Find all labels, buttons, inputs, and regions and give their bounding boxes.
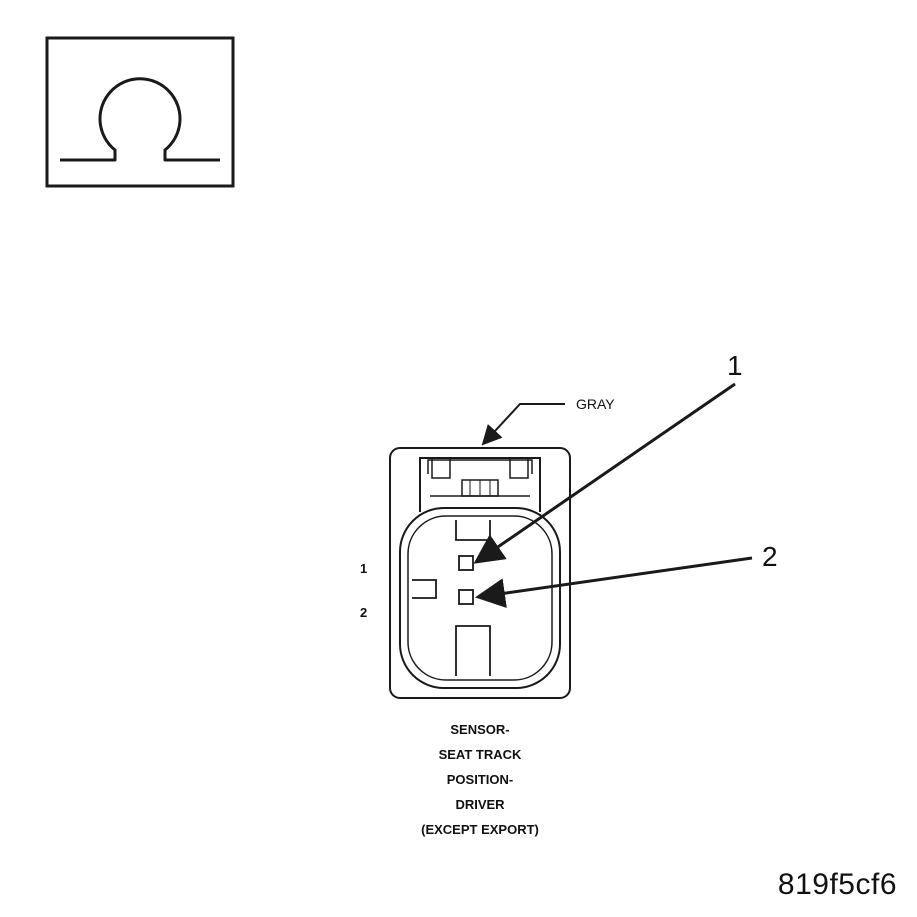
callout-1-arrow — [473, 382, 736, 564]
caption-line: (EXCEPT EXPORT) — [421, 822, 539, 837]
ohm-resistance-icon — [45, 36, 235, 188]
callout-number-2: 2 — [762, 541, 778, 572]
caption-line: POSITION- — [446, 772, 514, 787]
caption-line: SENSOR- — [450, 722, 510, 737]
connector-body — [389, 447, 571, 699]
callout-number-1: 1 — [727, 350, 743, 381]
caption-line: DRIVER — [455, 797, 505, 812]
caption-line: SEAT TRACK — [438, 747, 522, 762]
callout-arrows — [473, 382, 753, 609]
pin-label-2: 2 — [360, 605, 368, 620]
connector-caption: SENSOR- SEAT TRACK POSITION- DRIVER (EXC… — [380, 717, 580, 842]
figure-id: 819f5cf6 — [777, 868, 897, 901]
pin-2-cavity — [458, 589, 474, 605]
callout-2-arrow — [475, 556, 753, 609]
pin-1-cavity — [458, 555, 474, 571]
pin-label-1: 1 — [360, 561, 368, 576]
color-label-leader — [481, 403, 565, 446]
connector-color-label: GRAY — [576, 396, 615, 412]
